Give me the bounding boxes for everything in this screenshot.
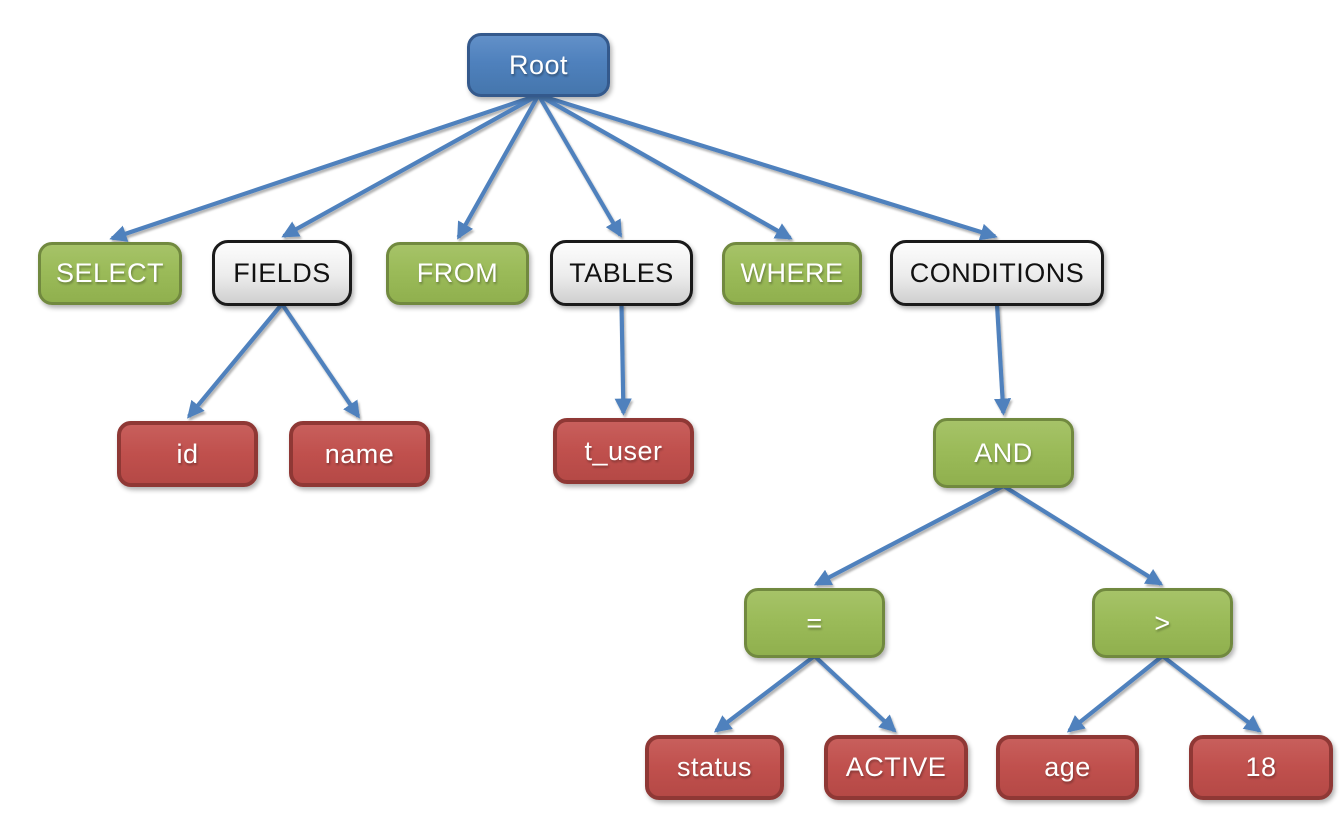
- tree-node-label: AND: [974, 437, 1033, 468]
- tree-node-id: id: [117, 421, 258, 487]
- tree-edge-fields-name: [280, 302, 361, 419]
- tree-node-t_user: t_user: [553, 418, 694, 484]
- tree-edge-eq-active: [813, 654, 897, 733]
- tree-edge-root-where: [537, 93, 793, 240]
- tree-edge-root-fields: [281, 93, 540, 238]
- tree-edge-root-conditions: [537, 92, 998, 241]
- tree-node-from: FROM: [386, 242, 529, 305]
- tree-node-label: SELECT: [55, 258, 165, 288]
- tree-node-conditions: CONDITIONS: [890, 240, 1104, 306]
- tree-node-label: WHERE: [740, 258, 844, 288]
- tree-edge-root-tables: [536, 93, 623, 238]
- tree-edge-and-eq: [813, 484, 1005, 586]
- tree-node-fields: FIELDS: [212, 240, 352, 306]
- tree-edge-root-select: [109, 93, 540, 242]
- tree-node-label: 18: [1245, 752, 1277, 782]
- tree-node-label: t_user: [584, 435, 663, 466]
- tree-node-active: ACTIVE: [824, 735, 968, 800]
- tree-edge-fields-id: [187, 302, 284, 419]
- tree-node-root: Root: [467, 33, 610, 97]
- tree-node-label: name: [324, 438, 395, 469]
- tree-edge-gt-age: [1066, 654, 1164, 733]
- tree-edge-tables-t_user: [614, 303, 632, 416]
- tree-node-label: status: [676, 752, 753, 782]
- tree-node-n18: 18: [1189, 735, 1333, 800]
- tree-node-label: ACTIVE: [845, 752, 947, 782]
- tree-node-and: AND: [933, 418, 1074, 488]
- tree-edge-and-gt: [1002, 484, 1164, 586]
- tree-edge-gt-18: [1161, 654, 1262, 733]
- tree-node-status: status: [645, 735, 784, 800]
- tree-node-where: WHERE: [722, 242, 862, 305]
- tree-node-label: TABLES: [569, 257, 674, 288]
- tree-node-label: id: [176, 438, 199, 469]
- tree-node-label: FIELDS: [233, 257, 331, 288]
- tree-edge-eq-status: [713, 654, 816, 733]
- tree-node-label: FROM: [416, 258, 499, 288]
- tree-node-tables: TABLES: [550, 240, 693, 306]
- tree-edge-conditions-and: [993, 303, 1012, 416]
- tree-node-name: name: [289, 421, 430, 487]
- tree-node-label: Root: [508, 49, 569, 80]
- tree-edge-root-from: [456, 93, 541, 240]
- tree-node-select: SELECT: [38, 242, 182, 305]
- tree-node-gt: >: [1092, 588, 1233, 658]
- tree-node-label: age: [1044, 752, 1091, 782]
- tree-node-label: >: [1154, 607, 1171, 638]
- tree-node-age: age: [996, 735, 1139, 800]
- tree-node-eq: =: [744, 588, 885, 658]
- tree-node-label: =: [806, 607, 823, 638]
- tree-node-label: CONDITIONS: [909, 257, 1085, 288]
